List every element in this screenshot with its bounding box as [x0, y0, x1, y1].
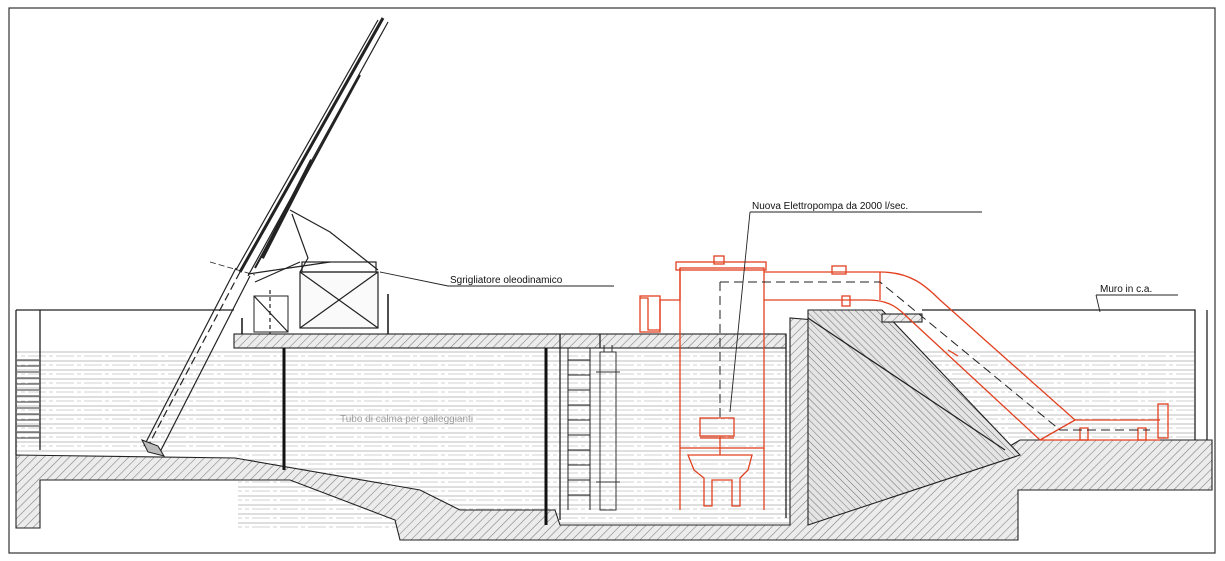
electric-pump-assembly [639, 255, 1169, 510]
channel-outline [15, 309, 1208, 520]
wall-label: Muro in c.a. [1100, 284, 1152, 295]
access-ladder [567, 348, 591, 510]
rake-machine-housing [241, 209, 389, 334]
left-wall-steps [17, 359, 39, 439]
hydraulic-rake-arm [140, 17, 389, 457]
stilling-tube-label: Tubo di calma per galleggianti [340, 414, 473, 425]
concrete-structure [15, 309, 1213, 541]
pump-label: Nuova Elettropompa da 2000 l/sec. [752, 201, 908, 212]
drawing-frame [8, 7, 1216, 554]
stilling-tube [596, 345, 620, 511]
support-columns [282, 348, 548, 525]
water-fill [16, 348, 1195, 528]
rake-label: Sgrigliatore oleodinamico [450, 275, 563, 286]
leader-lines [379, 211, 1178, 413]
pump-shaft-centerline [719, 281, 1150, 431]
